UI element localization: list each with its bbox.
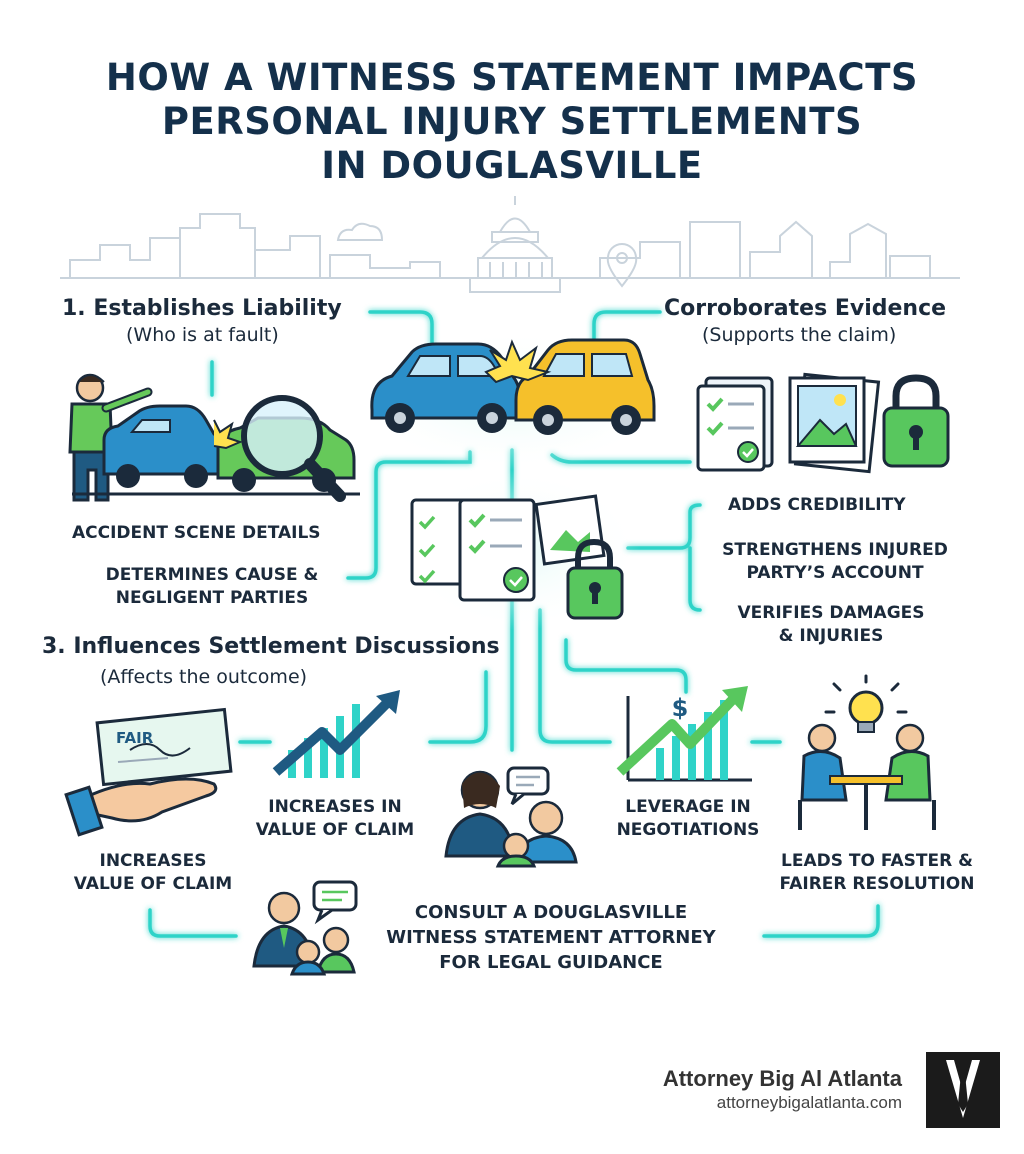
hand-check-icon — [64, 707, 233, 837]
lightbulb-icon — [824, 674, 908, 733]
liability-heading: 1. Establishes Liability — [62, 296, 342, 321]
settlement-item-resolution: LEADS TO FASTER & FAIRER RESOLUTION — [764, 850, 990, 896]
settlement-subheading: (Affects the outcome) — [100, 666, 308, 688]
settlement-item-increases: INCREASES VALUE OF CLAIM — [58, 850, 248, 896]
settlement-item-resolution-line-1: LEADS TO FASTER & — [781, 851, 973, 871]
liability-item-cause: DETERMINES CAUSE & NEGLIGENT PARTIES — [84, 564, 340, 610]
evidence-item-verifies-line-2: & INJURIES — [778, 626, 884, 646]
padlock-icon — [882, 374, 950, 468]
consult-line-3: FOR LEGAL GUIDANCE — [439, 952, 663, 973]
location-pin-icon — [606, 243, 638, 288]
meeting-icon — [798, 723, 936, 830]
evidence-subheading: (Supports the claim) — [702, 324, 897, 346]
settlement-item-increases-in: INCREASES IN VALUE OF CLAIM — [240, 796, 430, 842]
liability-subheading: (Who is at fault) — [126, 324, 279, 346]
settlement-item-increases-in-line-1: INCREASES IN — [268, 797, 402, 817]
evidence-item-verifies: VERIFIES DAMAGES & INJURIES — [716, 602, 946, 648]
settlement-item-increases-line-1: INCREASES — [99, 851, 207, 871]
car-collision-icon — [352, 330, 672, 470]
title-line-2: PERSONAL INJURY SETTLEMENTS — [161, 100, 863, 143]
settlement-item-increases-in-line-2: VALUE OF CLAIM — [255, 820, 415, 840]
liability-item-cause-line-2: NEGLIGENT PARTIES — [115, 588, 309, 608]
center-evidence-icons — [400, 470, 640, 630]
skyline-icon — [60, 213, 960, 279]
growth-chart-icon-2 — [616, 686, 752, 782]
settlement-heading: 3. Influences Settlement Discussions — [42, 634, 500, 659]
liability-item-cause-line-1: DETERMINES CAUSE & — [105, 565, 319, 585]
evidence-heading: Corroborates Evidence — [664, 296, 947, 321]
title-line-1: HOW A WITNESS STATEMENT IMPACTS — [105, 56, 919, 99]
brand-name: Attorney Big Al Atlanta — [662, 1066, 902, 1091]
dollar-icon: $ — [672, 694, 689, 722]
photo-icon — [788, 372, 881, 474]
svg-text:$: $ — [672, 694, 689, 722]
settlement-item-resolution-line-2: FAIRER RESOLUTION — [779, 874, 975, 894]
evidence-item-strengthens-line-2: PARTY’S ACCOUNT — [746, 563, 924, 583]
evidence-item-credibility: ADDS CREDIBILITY — [728, 495, 906, 515]
consult-line-2: WITNESS STATEMENT ATTORNEY — [386, 927, 716, 948]
growth-chart-icon — [272, 690, 400, 778]
title-line-3: IN DOUGLASVILLE — [321, 144, 703, 187]
chat-bubble-icon — [252, 880, 358, 976]
brand-url: attorneybigalatlanta.com — [716, 1093, 902, 1112]
magnifying-glass-icon — [241, 395, 346, 502]
check-label: FAIR — [116, 729, 154, 747]
settlement-item-increases-line-2: VALUE OF CLAIM — [73, 874, 233, 894]
settlement-item-leverage-line-1: LEVERAGE IN — [625, 797, 751, 817]
evidence-item-strengthens: STRENGTHENS INJURED PARTY’S ACCOUNT — [700, 539, 970, 585]
attorney-client-icon — [444, 766, 578, 868]
capitol-icon — [469, 196, 561, 293]
consult-text: CONSULT A DOUGLASVILLE WITNESS STATEMENT… — [358, 900, 744, 975]
page-title: HOW A WITNESS STATEMENT IMPACTS PERSONAL… — [0, 56, 1024, 188]
document-checklist-icon — [696, 376, 774, 472]
witness-person-icon — [68, 373, 153, 502]
tuxedo-logo-icon — [926, 1052, 1000, 1128]
liability-item-scene: ACCIDENT SCENE DETAILS — [72, 523, 321, 543]
evidence-item-verifies-line-1: VERIFIES DAMAGES — [737, 603, 925, 623]
evidence-item-strengthens-line-1: STRENGTHENS INJURED — [722, 540, 948, 560]
consult-line-1: CONSULT A DOUGLASVILLE — [414, 902, 688, 923]
cloud-icon — [336, 222, 384, 241]
settlement-item-leverage-line-2: NEGOTIATIONS — [616, 820, 760, 840]
settlement-item-leverage: LEVERAGE IN NEGOTIATIONS — [606, 796, 770, 842]
